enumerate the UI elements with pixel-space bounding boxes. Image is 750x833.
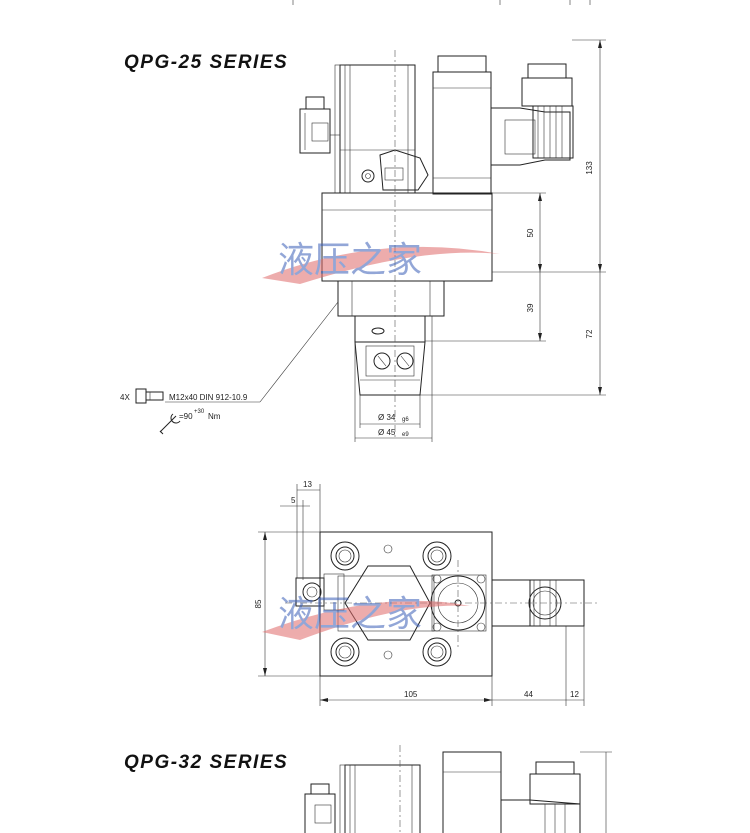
dim-dia34: Ø 34 <box>378 413 396 422</box>
dim-133: 133 <box>585 161 594 175</box>
previous-figure-remnant <box>292 0 591 5</box>
torque-value: =90 <box>179 412 193 421</box>
top-left-connector <box>295 573 345 611</box>
bolt-hole-bottom-left <box>330 637 360 667</box>
bolt-icon <box>135 388 164 404</box>
watermark-upper: 液压之家 <box>262 239 500 284</box>
qpg25-top-view: 13 5 85 105 44 12 <box>254 480 600 706</box>
bolt-hole-top-left <box>330 541 360 571</box>
qpg25-side-view: 133 50 39 72 Ø 34 g6 Ø 45 e9 4X <box>120 39 606 442</box>
left-plug-connector <box>299 96 340 154</box>
torque-unit: Nm <box>208 412 221 421</box>
dim-dia45: Ø 45 <box>378 428 396 437</box>
torque-tolerance: +30 <box>194 409 205 415</box>
wrench-icon <box>159 413 181 435</box>
bolt-quantity: 4X <box>120 393 130 402</box>
watermark-text-upper: 液压之家 <box>278 239 422 280</box>
bolt-hole-top-right <box>422 541 452 571</box>
dim-12: 12 <box>570 690 579 699</box>
bolt-callout: 4X M12x40 DIN 912-10.9 =90 +30 Nm <box>120 301 339 435</box>
dim-dia34-tolerance: g6 <box>402 417 409 423</box>
watermark-text-lower: 液压之家 <box>278 593 422 634</box>
dim-13: 13 <box>303 480 312 489</box>
bolt-hole-bottom-right <box>422 637 452 667</box>
side-view-dimensions: 133 50 39 72 Ø 34 g6 Ø 45 e9 <box>354 39 606 442</box>
right-din-connector <box>491 63 574 166</box>
top-view-dimensions: 13 5 85 105 44 12 <box>254 480 585 706</box>
dim-dia45-tolerance: e9 <box>402 432 409 438</box>
dim-5: 5 <box>291 496 296 505</box>
qpg32-right-connector <box>501 761 581 833</box>
qpg32-left-plug <box>304 783 336 833</box>
qpg25-series-title: QPG-25 SERIES <box>124 52 289 73</box>
dim-44: 44 <box>524 690 533 699</box>
dim-39: 39 <box>526 303 535 312</box>
dim-72: 72 <box>585 329 594 338</box>
cartridge-insert <box>337 280 445 396</box>
dim-50: 50 <box>526 228 535 237</box>
qpg32-series-title: QPG-32 SERIES <box>124 752 289 773</box>
dim-105: 105 <box>404 690 418 699</box>
solenoid-coil <box>432 55 492 195</box>
qpg32-side-view <box>304 745 612 833</box>
watermark-lower: 液压之家 <box>262 593 470 640</box>
bolt-spec: M12x40 DIN 912-10.9 <box>169 393 248 402</box>
dim-85: 85 <box>254 599 263 608</box>
